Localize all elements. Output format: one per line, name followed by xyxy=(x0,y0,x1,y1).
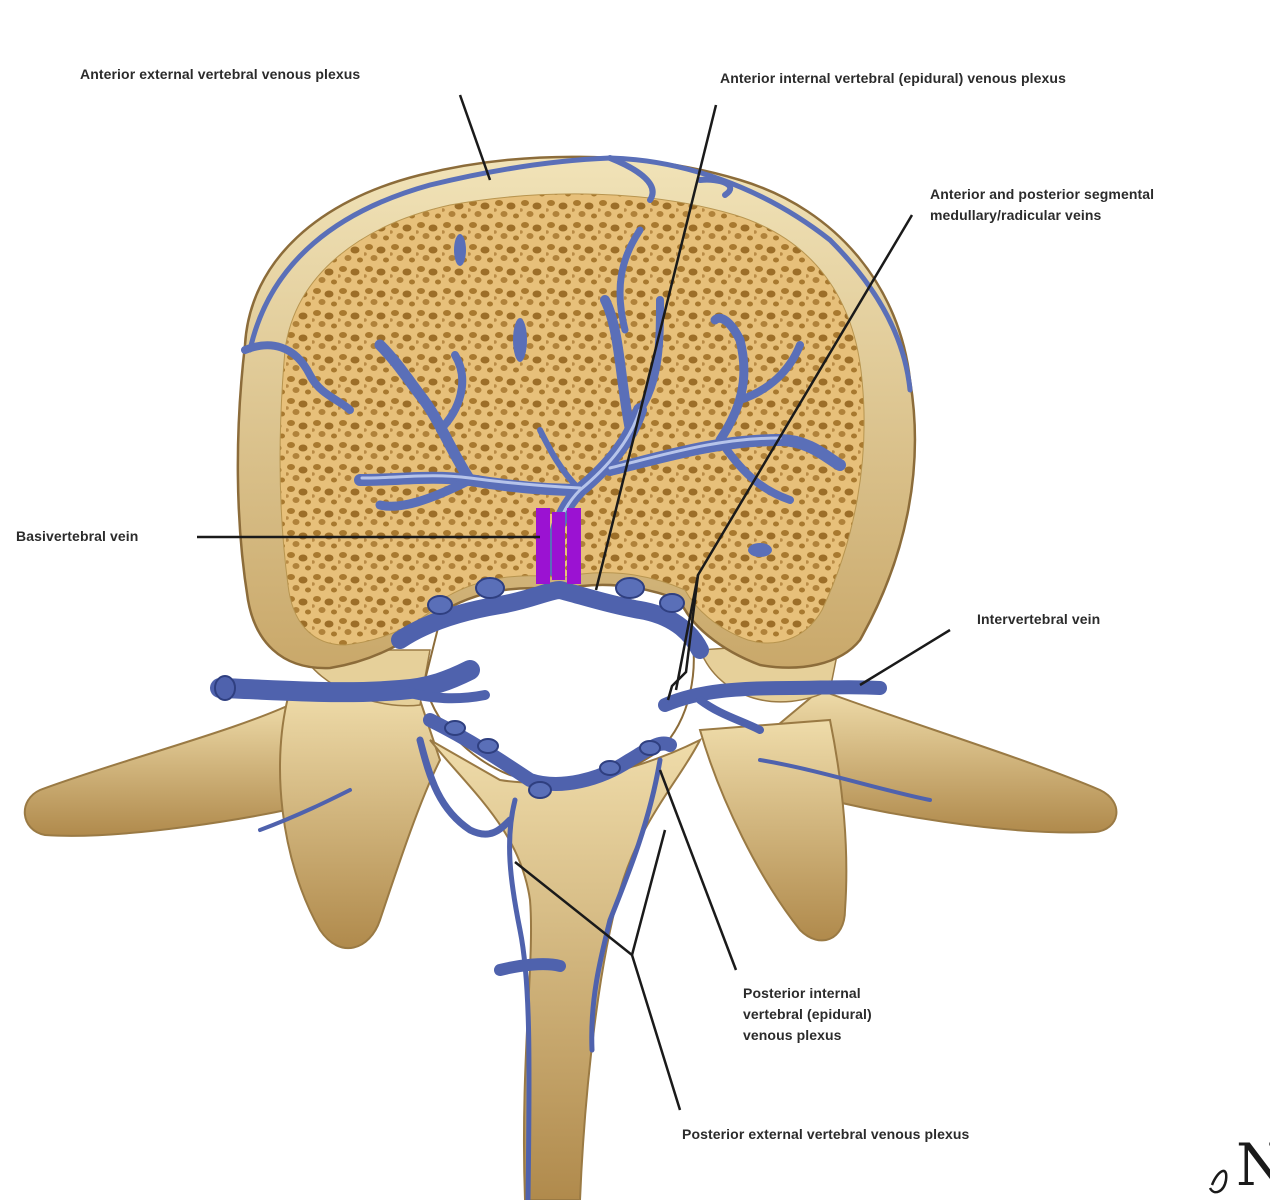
leader-segmental xyxy=(666,214,914,701)
artist-signature xyxy=(1208,1169,1228,1194)
cancellous-bone xyxy=(279,193,865,646)
transverse-vein-right xyxy=(758,758,932,802)
label-posterior-internal-line3: venous plexus xyxy=(743,1027,842,1043)
left-intervertebral-vein xyxy=(210,660,480,703)
label-basivertebral-vein: Basivertebral vein xyxy=(16,528,139,544)
basivertebral-vein-tree xyxy=(354,226,846,577)
label-anterior-internal-plexus: Anterior internal vertebral (epidural) v… xyxy=(720,70,1066,86)
anterior-internal-plexus-rings xyxy=(427,577,685,615)
cross-vein-1 xyxy=(513,318,527,362)
transverse-vein-left xyxy=(258,788,352,832)
leader-posterior-external-2 xyxy=(630,829,667,956)
label-posterior-internal-line1: Posterior internal xyxy=(743,985,861,1001)
left-lamina xyxy=(279,688,442,950)
leader-anterior-internal xyxy=(594,104,718,591)
label-segmental-veins-line2: medullary/radicular veins xyxy=(930,207,1102,223)
leader-segmental-2 xyxy=(674,574,700,691)
vertebral-body xyxy=(236,155,917,670)
rim-vein-branch xyxy=(607,155,656,203)
label-posterior-external-plexus: Posterior external vertebral venous plex… xyxy=(682,1126,970,1142)
right-transverse-process xyxy=(758,688,1118,834)
left-intervertebral-branch xyxy=(395,685,490,704)
leader-posterior-internal xyxy=(658,769,738,971)
cross-vein-3 xyxy=(748,543,772,557)
posterior-external-plexus-left xyxy=(416,736,514,838)
left-vein-cut xyxy=(214,675,236,701)
posterior-internal-plexus-rings xyxy=(444,720,661,799)
cross-vein-2 xyxy=(454,234,466,266)
rim-vein-left xyxy=(241,341,354,414)
spinous-process xyxy=(429,737,703,1200)
venous-network xyxy=(210,155,932,1200)
rim-vein-branch-2 xyxy=(697,176,734,198)
label-posterior-internal-line2: vertebral (epidural) xyxy=(743,1006,872,1022)
signature-letter: N xyxy=(1236,1131,1270,1199)
label-anterior-external-plexus: Anterior external vertebral venous plexu… xyxy=(80,66,361,82)
basivertebral-highlight-marker xyxy=(536,508,581,584)
posterior-external-plexus-right xyxy=(589,757,663,1053)
label-intervertebral-vein: Intervertebral vein xyxy=(977,611,1101,627)
label-segmental-veins-line1: Anterior and posterior segmental xyxy=(930,186,1155,202)
anterior-internal-plexus xyxy=(391,581,709,659)
right-intervertebral-branch xyxy=(696,696,764,734)
posterior-external-cross xyxy=(494,958,566,976)
leader-lines xyxy=(197,94,951,1111)
right-intervertebral-vein xyxy=(658,680,887,712)
posterior-external-plexus-spine xyxy=(507,797,532,1200)
right-lamina xyxy=(698,718,848,942)
leader-intervertebral xyxy=(859,628,951,687)
leader-anterior-external xyxy=(458,94,492,181)
